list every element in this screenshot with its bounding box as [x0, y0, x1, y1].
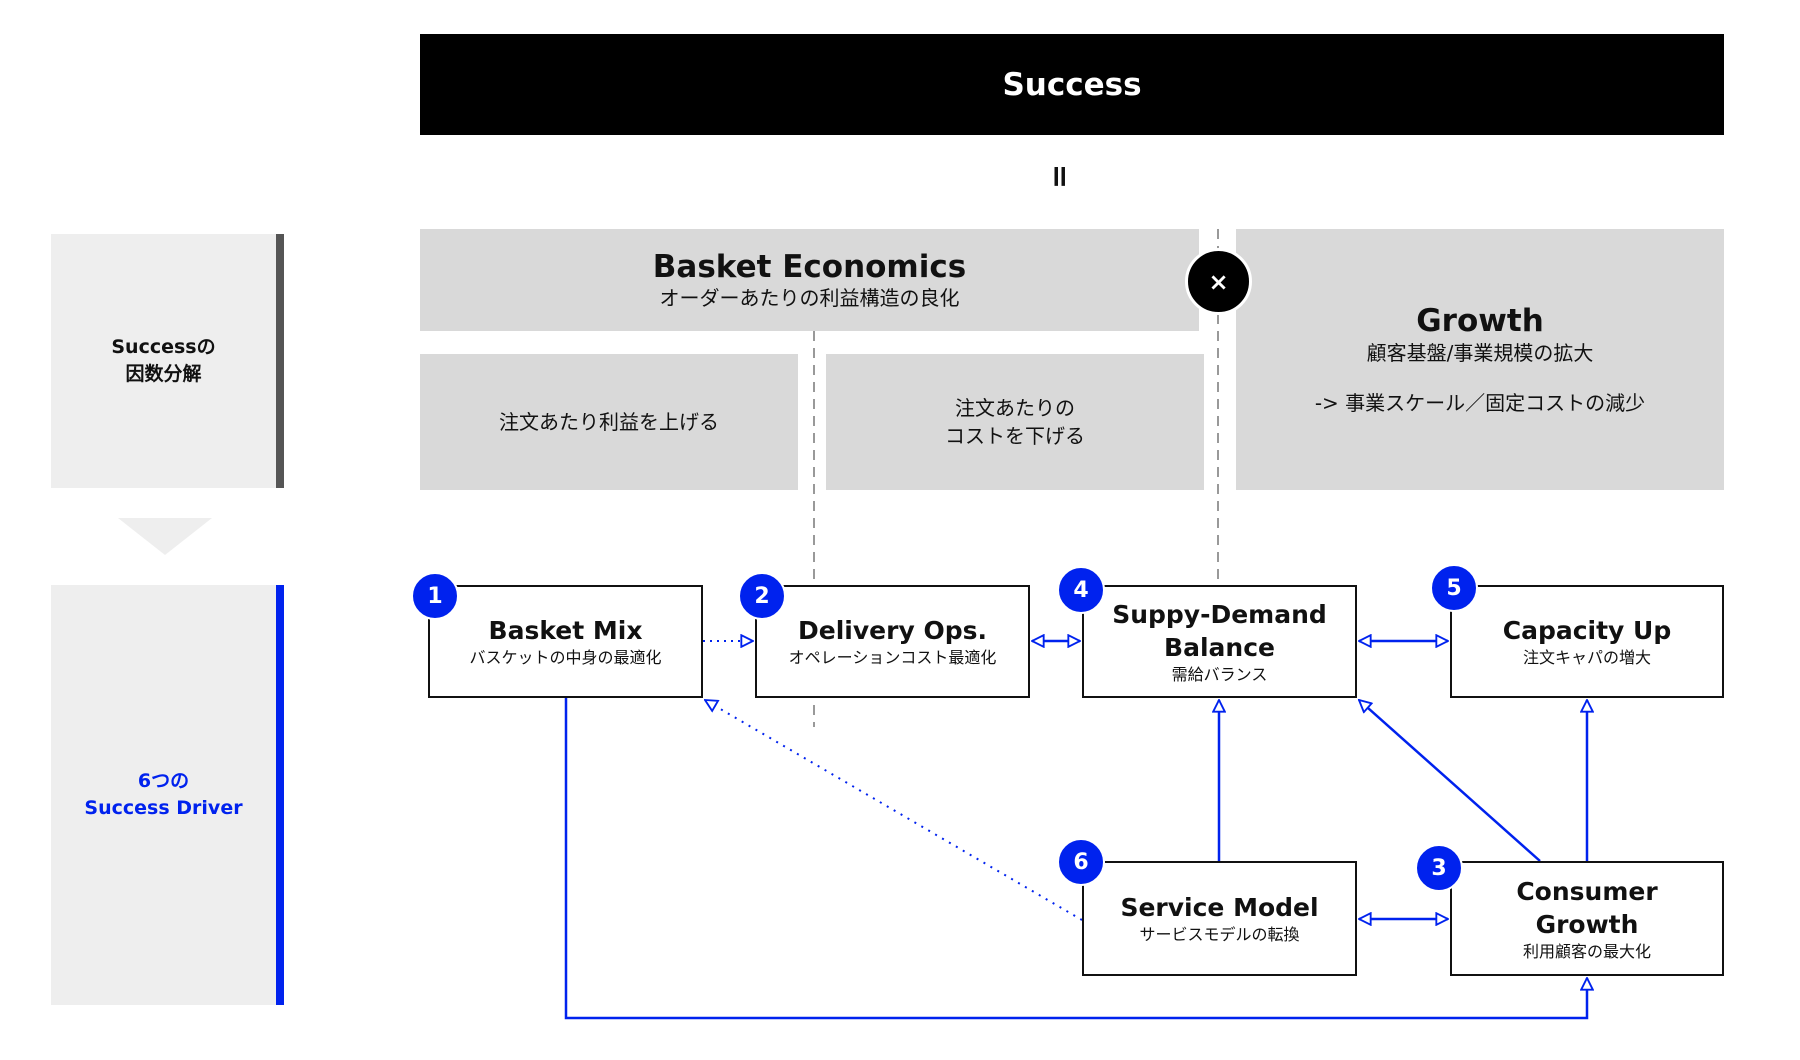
down-arrow-icon: [118, 518, 212, 555]
basket-economics-subtitle: オーダーあたりの利益構造の良化: [659, 286, 960, 310]
multiply-icon: ×: [1185, 248, 1252, 315]
side-panel-drivers: 6つの Success Driver: [51, 585, 284, 1005]
driver-subtitle: 需給バランス: [1171, 664, 1268, 684]
sub-factor-profit: 注文あたり利益を上げる: [420, 354, 798, 490]
sub-factor-profit-line1: 注文あたり利益を上げる: [499, 410, 719, 434]
driver-badge-3: 3: [1415, 844, 1463, 892]
driver-service-model[interactable]: Service Model サービスモデルの転換: [1082, 861, 1357, 976]
driver-title: Suppy-Demand Balance: [1112, 599, 1327, 662]
success-header: Success: [420, 34, 1724, 135]
driver-title: Delivery Ops.: [798, 616, 987, 645]
driver-title: Capacity Up: [1502, 616, 1672, 645]
connector-1-3: [564, 698, 1587, 1020]
driver-basket-mix[interactable]: Basket Mix バスケットの中身の最適化: [428, 585, 703, 698]
driver-subtitle: 利用顧客の最大化: [1522, 941, 1651, 961]
connector-3-4: [1359, 700, 1541, 862]
driver-subtitle: オペレーションコスト最適化: [788, 648, 997, 667]
side-panel-factorization: Successの 因数分解: [51, 234, 284, 488]
equals-icon: =: [1042, 163, 1078, 189]
side-panel-2-line2: Success Driver: [84, 797, 243, 819]
basket-economics-panel: Basket Economics オーダーあたりの利益構造の良化: [420, 229, 1199, 331]
driver-title: Basket Mix: [488, 616, 643, 645]
driver-badge-2: 2: [738, 572, 786, 620]
driver-title: Service Model: [1120, 893, 1319, 922]
connector-6-1: [705, 700, 1083, 921]
driver-subtitle: サービスモデルの転換: [1139, 925, 1300, 944]
sub-factor-cost-line1: 注文あたりの: [955, 396, 1075, 420]
driver-badge-5: 5: [1430, 564, 1478, 612]
driver-badge-6: 6: [1057, 838, 1105, 886]
driver-consumer-growth[interactable]: Consumer Growth 利用顧客の最大化: [1450, 861, 1724, 976]
driver-supply-demand[interactable]: Suppy-Demand Balance 需給バランス: [1082, 585, 1357, 698]
growth-note: -> 事業スケール／固定コストの減少: [1314, 390, 1646, 415]
driver-capacity-up[interactable]: Capacity Up 注文キャパの増大: [1450, 585, 1724, 698]
driver-title: Consumer Growth: [1516, 876, 1658, 939]
sub-factor-cost: 注文あたりの コストを下げる: [826, 354, 1204, 490]
driver-delivery-ops[interactable]: Delivery Ops. オペレーションコスト最適化: [755, 585, 1030, 698]
growth-subtitle: 顧客基盤/事業規模の拡大: [1366, 340, 1594, 365]
side-panel-1-line1: Successの: [111, 336, 216, 358]
driver-badge-4: 4: [1057, 566, 1105, 614]
driver-subtitle: 注文キャパの増大: [1522, 648, 1651, 667]
basket-economics-title: Basket Economics: [652, 249, 967, 285]
growth-title: Growth: [1416, 302, 1544, 339]
growth-panel: Growth 顧客基盤/事業規模の拡大 -> 事業スケール／固定コストの減少: [1236, 229, 1724, 490]
side-panel-1-line2: 因数分解: [125, 363, 202, 385]
driver-subtitle: バスケットの中身の最適化: [469, 648, 662, 667]
side-panel-2-line1: 6つの: [137, 770, 190, 792]
driver-badge-1: 1: [411, 572, 459, 620]
sub-factor-cost-line2: コストを下げる: [945, 424, 1085, 448]
success-title: Success: [1002, 66, 1142, 103]
